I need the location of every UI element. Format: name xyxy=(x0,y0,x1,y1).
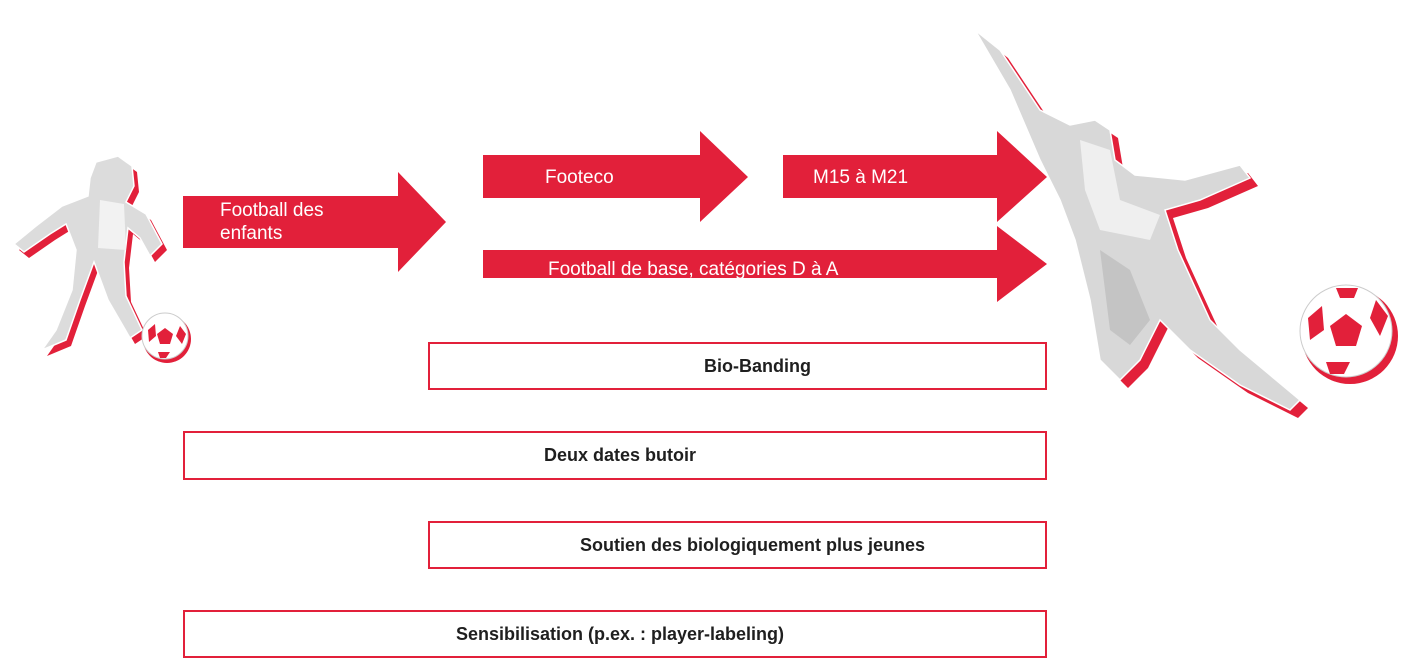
arrow-label-m15: M15 à M21 xyxy=(813,167,909,188)
arrow-label-footeco: Footeco xyxy=(545,167,614,188)
box-awareness: Sensibilisation (p.ex. : player-labeling… xyxy=(183,610,1047,658)
box-two-dates: Deux dates butoir xyxy=(183,431,1047,480)
arrow-kids xyxy=(183,172,446,272)
arrow-base xyxy=(483,226,1047,302)
arrow-footeco xyxy=(483,131,748,222)
arrow-m15 xyxy=(783,131,1047,222)
box-support: Soutien des biologiquement plus jeunes xyxy=(428,521,1047,569)
arrow-label-kids: Football des enfants xyxy=(220,199,324,245)
child-player-icon xyxy=(12,155,167,356)
soccer-ball-icon xyxy=(141,312,191,363)
box-bio-banding: Bio-Banding xyxy=(428,342,1047,390)
soccer-ball-icon xyxy=(1299,284,1398,384)
arrow-label-kids-line1: Football des xyxy=(220,200,324,221)
arrow-label-kids-line2: enfants xyxy=(220,223,283,244)
adult-player-icon xyxy=(974,29,1308,418)
arrow-label-base: Football de base, catégories D à A xyxy=(548,259,839,280)
